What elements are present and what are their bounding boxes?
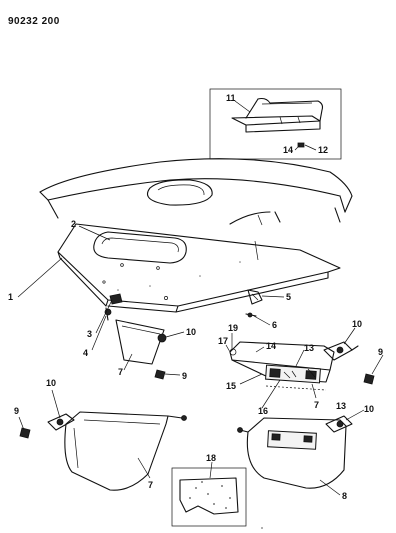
inset-visor-storage [231, 97, 324, 148]
screw-9-center [154, 369, 166, 380]
callout-15: 15 [226, 381, 236, 391]
callout-13-lower: 13 [336, 401, 346, 411]
callout-13-upper: 13 [304, 343, 314, 353]
right-hinge-bracket [323, 341, 359, 361]
callout-7-left-visor: 7 [148, 480, 153, 490]
callout-2: 2 [71, 219, 76, 229]
callout-6: 6 [272, 320, 277, 330]
inset-frame [209, 88, 342, 160]
insulation-swatch [171, 467, 247, 527]
right-sun-visor [237, 415, 353, 489]
callout-18: 18 [206, 453, 216, 463]
callout-5: 5 [286, 292, 291, 302]
clip-5 [247, 289, 263, 305]
callout-19: 19 [228, 323, 238, 333]
document-id: 90232 200 [8, 16, 60, 27]
storage-pocket [115, 319, 167, 365]
leader-lines [17, 225, 384, 496]
screw-9-left [19, 427, 31, 439]
roof-panel [39, 158, 353, 226]
screw-9-right [363, 373, 375, 385]
callout-4: 4 [83, 348, 88, 358]
headliner [57, 223, 341, 313]
callout-7-left-pocket: 7 [118, 367, 123, 377]
callout-17: 17 [218, 336, 228, 346]
callout-14-mirror: 14 [266, 341, 276, 351]
callout-10-center: 10 [186, 327, 196, 337]
callout-1: 1 [8, 292, 13, 302]
callout-10-left: 10 [46, 378, 56, 388]
left-sun-visor [47, 411, 187, 491]
swatch-frame [171, 467, 247, 527]
sunroof-opening [146, 179, 213, 206]
visor-mirror-panel [229, 341, 335, 391]
inset-box: 11 14 12 [209, 88, 342, 160]
callout-16: 16 [258, 406, 268, 416]
callout-10-upper-right: 10 [352, 319, 362, 329]
callout-8: 8 [342, 491, 347, 501]
callout-12: 12 [318, 145, 328, 155]
callout-14-inset: 14 [283, 145, 293, 155]
clip-6 [245, 312, 257, 318]
callout-9-center: 9 [182, 371, 187, 381]
callout-10-lower-right: 10 [364, 404, 374, 414]
callouts: 1 2 3 4 5 6 7 10 9 19 17 14 13 15 16 7 1… [8, 219, 383, 501]
callout-7-mirror: 7 [314, 400, 319, 410]
callout-11: 11 [226, 93, 236, 103]
callout-3: 3 [87, 329, 92, 339]
callout-9-right: 9 [378, 347, 383, 357]
callout-9-left: 9 [14, 406, 19, 416]
